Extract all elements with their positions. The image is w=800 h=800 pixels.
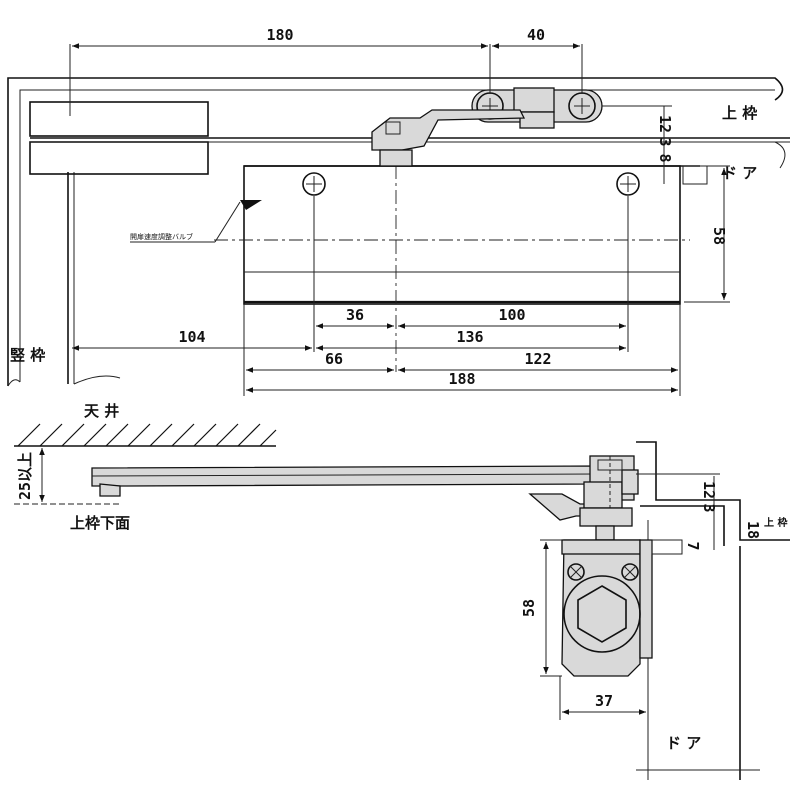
side-view: 天 井 25以上 上枠下面 (14, 402, 790, 780)
dim-3: 3 (656, 137, 674, 146)
dim-136: 136 (456, 328, 483, 346)
dim-18-side: 18 (744, 521, 762, 539)
dim-58-top: 58 (710, 227, 728, 245)
head-frame-label-side: 上 枠 (764, 516, 787, 529)
arm-shoe (579, 455, 639, 541)
arm-elbow (99, 483, 121, 497)
dim-100: 100 (498, 306, 525, 324)
door-label-side: ド ア (666, 734, 701, 752)
dim-58-side: 58 (520, 599, 538, 617)
dim-3-side: 3 (700, 503, 718, 512)
top-view: 開扉速度調整バルブ 上 枠 ド ア 竪 枠 180 40 12 3 8 58 3… (7, 26, 790, 396)
closer-body (243, 165, 681, 305)
head-frame-outline (7, 77, 784, 386)
dim-40: 40 (527, 26, 545, 44)
dim-180: 180 (266, 26, 293, 44)
screw-hole-right (616, 172, 640, 196)
arm-bracket-top (471, 87, 603, 129)
dim-7-side: 7 (684, 541, 702, 550)
pinion-hex (577, 585, 627, 643)
valve-label: 開扉速度調整バルブ (130, 232, 193, 241)
dim-188: 188 (448, 370, 475, 388)
frame-plate-upper (29, 101, 209, 137)
dim-104: 104 (178, 328, 205, 346)
ceiling-label: 天 井 (84, 402, 119, 420)
closer-body-side (561, 539, 641, 677)
dim-12-side: 12 (700, 481, 718, 499)
frame-bottom-label: 上枠下面 (70, 514, 130, 532)
dim-12: 12 (656, 115, 674, 133)
frame-plate-lower (29, 141, 209, 175)
dim-37: 37 (595, 692, 613, 710)
dim-8: 8 (656, 153, 674, 162)
arm-main (91, 465, 597, 487)
door-label-top: ド ア (722, 164, 757, 182)
dim-25-min: 25以上 (16, 452, 34, 500)
screw-hole-left (302, 172, 326, 196)
pinion-circle (563, 575, 641, 653)
jamb-label: 竪 枠 (10, 346, 45, 364)
head-frame-label: 上 枠 (722, 104, 757, 122)
arm-link-top (371, 109, 526, 151)
dim-122: 122 (524, 350, 551, 368)
dim-36: 36 (346, 306, 364, 324)
dim-66: 66 (325, 350, 343, 368)
